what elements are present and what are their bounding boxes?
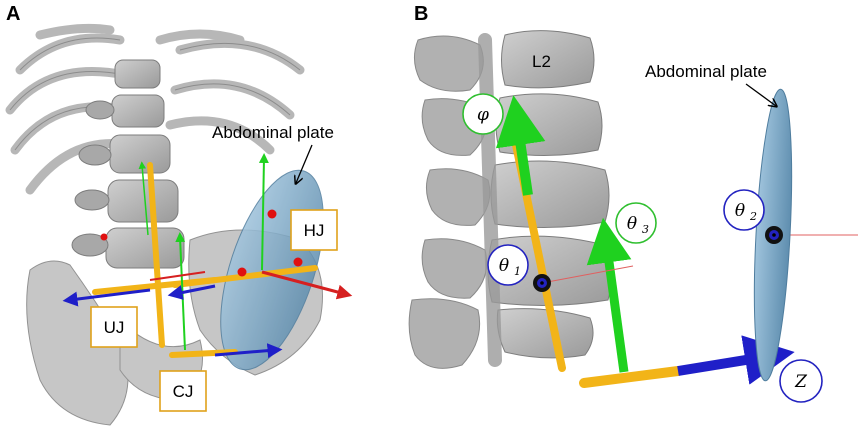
label-box-uj: UJ: [90, 306, 138, 348]
axes-a: [62, 153, 353, 359]
label-box-hj: HJ: [290, 209, 338, 251]
panel-letter-b: B: [414, 3, 428, 25]
symbol-theta1: θ 1: [487, 244, 529, 286]
rod-frame: [92, 162, 318, 358]
z-axis-arrow: [677, 335, 795, 385]
lumbar-spine: [105, 59, 185, 269]
label-hj: HJ: [304, 221, 325, 240]
box-uj: [90, 306, 138, 348]
spinous-processes: [71, 100, 115, 257]
callout-abdominal-plate-a: Abdominal plate: [212, 123, 334, 142]
panel-a: A Abdominal plate UJ HJ CJ: [0, 3, 400, 428]
green-axis-spine: [138, 161, 149, 236]
symbol-theta2: θ 2: [723, 189, 765, 231]
blue-axis-cj: [214, 343, 283, 359]
blue-axis-uj: [62, 288, 151, 307]
callout-arrow-a: [296, 144, 313, 183]
theta2-subscript: 2: [749, 210, 757, 223]
red-axis-hj: [261, 270, 353, 300]
theta3-axis-arrow: [586, 217, 632, 373]
z-label: Z: [794, 372, 808, 392]
marker-dots: [100, 209, 303, 277]
label-uj: UJ: [104, 318, 125, 337]
panel-letter-a: A: [6, 3, 20, 25]
symbol-theta3: θ 3: [615, 202, 657, 244]
theta3-circle: [615, 202, 657, 244]
panel-b: B L2 Abdominal plate φ θ 3 θ 1 θ 2 Z: [408, 3, 858, 403]
pivot-theta1-dot: [540, 281, 544, 285]
callout-abdominal-plate-b: Abdominal plate: [645, 62, 767, 81]
box-hj: [290, 209, 338, 251]
vertebra-label-l2: L2: [532, 52, 551, 71]
phi-circle: [462, 93, 504, 135]
base-rod-b: [579, 366, 683, 388]
z-circle: [779, 359, 823, 403]
symbol-z: Z: [779, 359, 823, 403]
theta2-circle: [723, 189, 765, 231]
theta3-subscript: 3: [642, 223, 649, 236]
symbol-phi: φ: [462, 93, 504, 135]
theta3-label: θ: [627, 214, 637, 234]
theta1-circle: [487, 244, 529, 286]
callout-arrow-b: [745, 83, 776, 106]
blue-axis-mid: [167, 284, 216, 300]
phi-axis-arrow: [495, 95, 546, 196]
theta1-subscript: 1: [514, 265, 521, 278]
posterior-elements-b: [408, 35, 491, 369]
red-axis-uj: [149, 271, 206, 281]
box-cj: [159, 370, 207, 412]
green-axis-hj: [258, 153, 269, 271]
theta1-label: θ: [499, 256, 509, 276]
theta2-label: θ: [735, 201, 745, 221]
label-box-cj: CJ: [159, 370, 207, 412]
pedicle-column: [478, 33, 502, 367]
label-cj: CJ: [173, 382, 194, 401]
phi-label: φ: [477, 105, 489, 125]
theta1-reference-line: [541, 265, 634, 284]
pivot-theta2-dot: [772, 233, 776, 237]
